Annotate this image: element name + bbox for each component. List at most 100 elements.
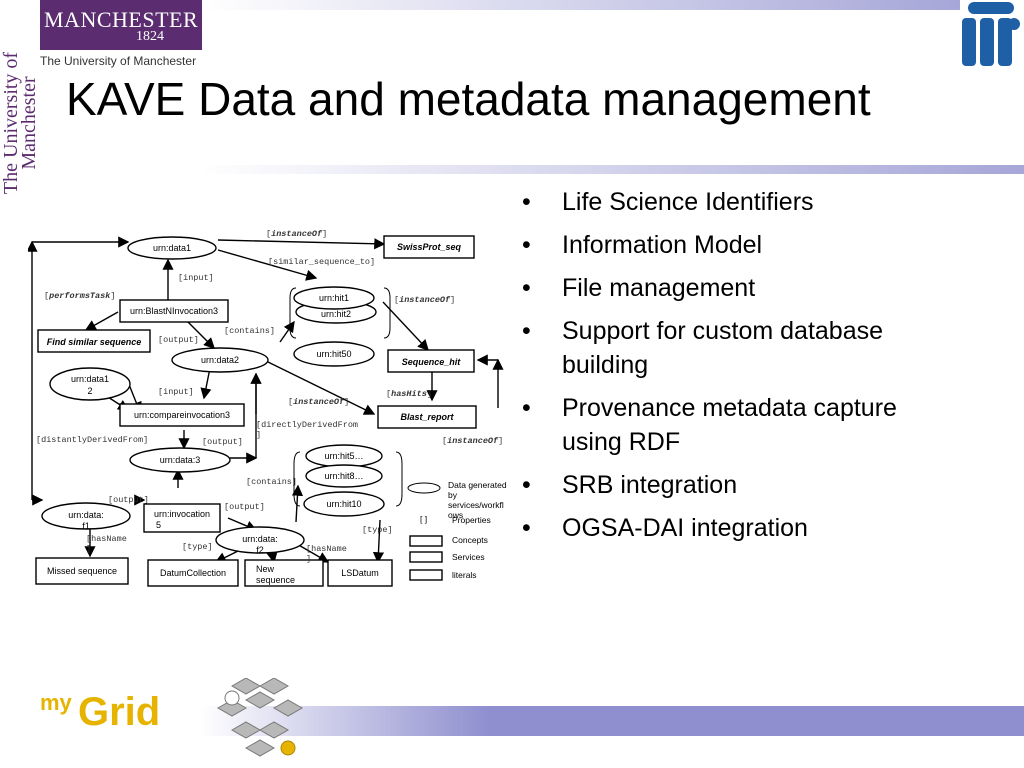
- edge-label: [input]: [178, 273, 214, 283]
- legend-concepts: Concepts: [452, 535, 488, 545]
- node-sequence-hit: Sequence_hit: [387, 349, 475, 373]
- node-blast-report: Blast_report: [377, 405, 477, 429]
- legend-service-box-icon: [409, 551, 443, 563]
- node-invocation5: urn:invocation 5: [143, 503, 221, 533]
- node-invocation5-label-line2: 5: [156, 520, 161, 530]
- node-find-similar: Find similar sequence: [37, 329, 151, 353]
- bullet-item: Support for custom database building: [522, 314, 962, 382]
- title-underline-bar: [200, 165, 1024, 174]
- bullet-list: Life Science Identifiers Information Mod…: [522, 185, 962, 554]
- legend-ellipse-icon: [407, 482, 441, 494]
- node-data3-label: urn:data:3: [160, 455, 201, 465]
- node-blast-report-label: Blast_report: [400, 412, 454, 422]
- diagram-legend: Data generated by services/workfl ows [ …: [407, 480, 507, 581]
- top-gradient-bar: [200, 0, 960, 10]
- edge-label: [instanceOf]: [394, 295, 455, 305]
- node-hit50: urn:hit50: [293, 341, 375, 367]
- legend-services: Services: [452, 552, 485, 562]
- university-logo: MANCHESTER 1824: [40, 0, 202, 50]
- mygrid-logo-grid: Grid: [78, 690, 161, 734]
- footer-gradient-bar: [200, 706, 1024, 736]
- node-data12-label: urn:data1: [71, 374, 109, 384]
- legend-literals: literals: [452, 570, 477, 580]
- bullet-item: File management: [522, 271, 962, 305]
- node-data2: urn:data2: [171, 347, 269, 373]
- edge-label: [output]: [158, 335, 199, 345]
- node-sequence-hit-label: Sequence_hit: [402, 357, 462, 367]
- node-data12-label-line2: 2: [87, 386, 92, 396]
- node-data-f2-label: urn:data:: [242, 534, 278, 544]
- node-lsdatum: LSDatum: [327, 559, 393, 587]
- node-blast-invocation-label: urn:BlastNInvocation3: [130, 306, 218, 316]
- hits2-brace-right: [395, 451, 403, 507]
- node-data-f1-label-line2: f1: [82, 521, 90, 531]
- slide-title: KAVE Data and metadata management: [66, 73, 871, 125]
- edge-label: [hasHits]: [386, 389, 432, 399]
- node-data1: urn:data1: [127, 236, 217, 260]
- node-find-similar-label: Find similar sequence: [47, 337, 142, 347]
- edge-label: [instanceOf]: [442, 436, 503, 446]
- node-blast-invocation: urn:BlastNInvocation3: [119, 299, 229, 323]
- node-hit10-label: urn:hit10: [326, 499, 361, 509]
- provenance-diagram: urn:data1 SwissProt_seq urn:BlastNInvoca…: [28, 229, 507, 587]
- edge-label: ]: [256, 430, 261, 440]
- legend-concept-box-icon: [409, 535, 443, 547]
- node-hit8: urn:hit8…: [305, 464, 383, 488]
- node-new-sequence: New sequence: [244, 559, 324, 587]
- edge-labels: [instanceOf] [similar_sequence_to] [inpu…: [36, 229, 503, 564]
- edge-label: [performsTask]: [44, 291, 115, 301]
- logo-vertical-text: The University of Manchester: [0, 51, 40, 195]
- edge-label: [instanceOf]: [266, 229, 327, 239]
- node-hit1: urn:hit1: [293, 286, 375, 310]
- edge-label: [hasName: [86, 534, 127, 544]
- node-data-f2: urn:data: f2: [215, 526, 305, 555]
- legend-data-generated-line2: by: [448, 490, 458, 500]
- node-hit10: urn:hit10: [303, 491, 385, 517]
- node-datum-collection: DatumCollection: [147, 559, 239, 587]
- edge-label: [output]: [108, 495, 149, 505]
- node-compare-invocation-label: urn:compareinvocation3: [134, 410, 230, 420]
- node-invocation5-label: urn:invocation: [154, 509, 210, 519]
- mygrid-logo-my: my: [40, 690, 72, 715]
- bullet-item: OGSA-DAI integration: [522, 511, 962, 545]
- legend-data-generated-line3: services/workfl: [448, 500, 504, 510]
- edge-label: [contains]: [246, 477, 297, 487]
- node-datum-collection-label: DatumCollection: [160, 568, 226, 578]
- logo-subtitle: The University of Manchester: [40, 54, 197, 68]
- node-hit5-label: urn:hit5…: [324, 451, 363, 461]
- node-new-sequence-label: New: [256, 564, 275, 574]
- hits2-brace-left: [293, 451, 301, 507]
- node-missed-sequence-label: Missed sequence: [47, 566, 117, 576]
- edge-label: [hasName: [306, 544, 347, 554]
- node-missed-sequence: Missed sequence: [35, 557, 129, 585]
- node-lsdatum-label: LSDatum: [341, 568, 379, 578]
- hits-brace-right: [383, 287, 391, 339]
- edge-label: [distantlyDerivedFrom]: [36, 435, 148, 445]
- node-data3: urn:data:3: [129, 447, 231, 473]
- legend-properties: Properties: [452, 515, 491, 525]
- node-hit5: urn:hit5…: [305, 444, 383, 468]
- node-compare-invocation: urn:compareinvocation3: [119, 403, 245, 427]
- edge-label: [type]: [182, 542, 213, 552]
- node-data-f2-label-line2: f2: [256, 545, 264, 555]
- node-data-f1: urn:data: f1: [41, 502, 131, 531]
- edge-label: [input]: [158, 387, 194, 397]
- edge-label: ]: [306, 554, 311, 564]
- node-hit2-label: urn:hit2: [321, 309, 351, 319]
- node-data-f1-label: urn:data:: [68, 510, 104, 520]
- node-hit8-label: urn:hit8…: [324, 471, 363, 481]
- node-data12: urn:data1 2: [49, 367, 131, 401]
- legend-literal-box-icon: [409, 569, 443, 581]
- node-swissprot: SwissProt_seq: [383, 235, 475, 259]
- node-hit1-label: urn:hit1: [319, 293, 349, 303]
- node-swissprot-label: SwissProt_seq: [397, 242, 462, 252]
- edge-label: [output]: [224, 502, 265, 512]
- edge-label: [output]: [202, 437, 243, 447]
- bullet-item: Information Model: [522, 228, 962, 262]
- edge-label: ]: [86, 544, 91, 554]
- edge-label: [instanceOf]: [288, 397, 349, 407]
- node-hit50-label: urn:hit50: [316, 349, 351, 359]
- bullet-item: Life Science Identifiers: [522, 185, 962, 219]
- node-data1-label: urn:data1: [153, 243, 191, 253]
- hits-brace-left: [289, 287, 297, 339]
